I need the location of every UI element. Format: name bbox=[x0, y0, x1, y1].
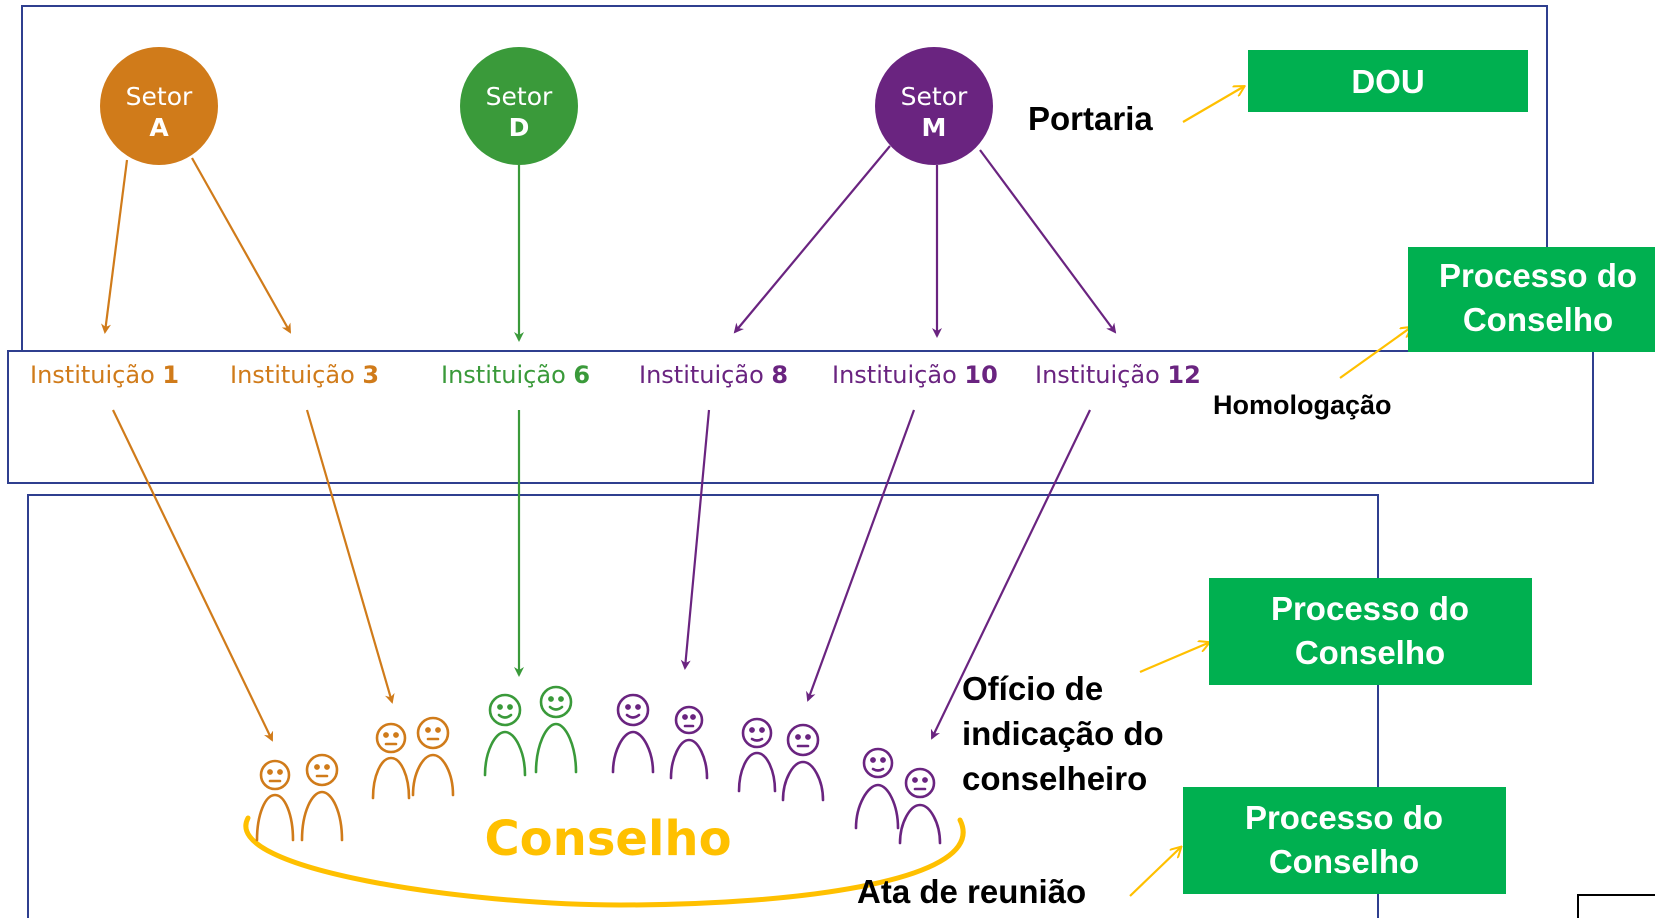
council-frame bbox=[27, 494, 1379, 918]
institution-12: Instituição 12 bbox=[1035, 361, 1201, 389]
annotation-homologacao: Homologação bbox=[1213, 390, 1392, 420]
member-figure bbox=[669, 705, 709, 780]
institution-10: Instituição 10 bbox=[832, 361, 998, 389]
processo-box-line1: Processo do bbox=[1439, 257, 1637, 294]
member-figure bbox=[411, 716, 455, 797]
member-arrows bbox=[112, 409, 1091, 742]
processo-box-line1: Processo do bbox=[1271, 590, 1469, 627]
sector-d: Setor D bbox=[460, 47, 578, 165]
arrow-oficio-processo bbox=[1139, 643, 1208, 674]
annotation-ata: Ata de reunião bbox=[857, 873, 1086, 910]
institution-6: Instituição 6 bbox=[441, 361, 590, 389]
member-figure bbox=[611, 693, 655, 774]
member-figure bbox=[781, 723, 825, 802]
sector-a-circle bbox=[100, 47, 218, 165]
document-arrows bbox=[1129, 87, 1410, 897]
council-title: Conselho bbox=[484, 811, 731, 867]
sector-d-letter: D bbox=[509, 113, 530, 142]
sector-m: Setor M bbox=[875, 47, 993, 165]
member-figure bbox=[300, 753, 344, 842]
annotation-portaria: Portaria bbox=[1028, 100, 1153, 137]
arrow-homologacao-processo bbox=[1339, 328, 1410, 379]
annotation-oficio-line2: indicação do bbox=[962, 715, 1164, 752]
member-figure bbox=[483, 693, 527, 777]
institution-3: Instituição 3 bbox=[230, 361, 379, 389]
arrow-a-inst1 bbox=[101, 159, 129, 334]
member-figure bbox=[854, 747, 900, 830]
sector-m-label: Setor bbox=[901, 82, 968, 111]
processo-box-oficio: Processo do Conselho bbox=[1209, 578, 1532, 685]
arrow-inst1-members bbox=[112, 409, 274, 742]
council-ellipse bbox=[243, 815, 966, 908]
member-figure bbox=[737, 717, 777, 793]
processo-box-ata: Processo do Conselho bbox=[1183, 787, 1506, 894]
sector-a-label: Setor bbox=[126, 82, 193, 111]
sector-m-letter: M bbox=[922, 113, 947, 142]
annotation-oficio-line3: conselheiro bbox=[962, 760, 1147, 797]
processo-box-line2: Conselho bbox=[1269, 843, 1419, 880]
member-figure bbox=[371, 722, 411, 800]
sector-a: Setor A bbox=[100, 47, 218, 165]
member-figure bbox=[534, 685, 578, 774]
processo-box-line2: Conselho bbox=[1295, 634, 1445, 671]
processo-box-line2: Conselho bbox=[1463, 301, 1613, 338]
dou-box: DOU bbox=[1248, 50, 1528, 112]
processo-box-homologacao: Processo do Conselho bbox=[1408, 247, 1655, 352]
arrow-m-inst8 bbox=[733, 145, 891, 334]
arrow-inst8-members bbox=[680, 409, 711, 670]
arrow-inst12-members bbox=[930, 409, 1091, 740]
dou-box-label: DOU bbox=[1351, 63, 1424, 100]
arrow-inst3-members bbox=[305, 409, 395, 704]
institutions-frame bbox=[7, 350, 1594, 484]
arrow-m-inst12 bbox=[979, 149, 1117, 334]
sector-arrows bbox=[101, 145, 1117, 342]
sector-d-circle bbox=[460, 47, 578, 165]
member-figure bbox=[898, 767, 942, 845]
arrow-ata-processo bbox=[1129, 848, 1180, 897]
processo-box-line1: Processo do bbox=[1245, 799, 1443, 836]
institution-8: Instituição 8 bbox=[639, 361, 788, 389]
council-members bbox=[255, 685, 942, 845]
arrow-portaria-dou bbox=[1182, 87, 1243, 123]
arrow-a-inst3 bbox=[191, 157, 291, 334]
corner-box bbox=[1577, 894, 1655, 918]
institutions-row: Instituição 1 Instituição 3 Instituição … bbox=[30, 361, 1201, 389]
sector-a-letter: A bbox=[149, 113, 169, 142]
annotation-oficio-line1: Ofício de bbox=[962, 670, 1103, 707]
member-figure bbox=[255, 759, 295, 842]
sector-m-circle bbox=[875, 47, 993, 165]
arrow-inst10-members bbox=[806, 409, 916, 702]
institution-1: Instituição 1 bbox=[30, 361, 179, 389]
sector-d-label: Setor bbox=[486, 82, 553, 111]
